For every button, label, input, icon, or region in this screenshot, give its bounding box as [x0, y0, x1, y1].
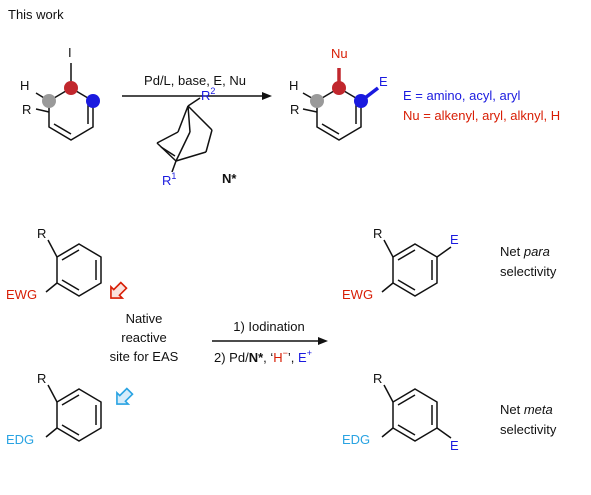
product-r-label: R	[290, 102, 299, 117]
step2-electrophile: E	[298, 350, 307, 365]
net-para-prefix: Net	[500, 244, 524, 259]
sm-ewg-r-label: R	[37, 226, 46, 241]
catalyst-n-star: N*	[222, 171, 237, 186]
sm-edg-r-label: R	[37, 371, 46, 386]
reaction1-reagents: Pd/L, base, E, Nu	[144, 73, 246, 88]
product-para-r-label: R	[373, 226, 382, 241]
product-e-marker	[354, 94, 368, 108]
norbornene-catalyst	[156, 97, 213, 173]
net-para-word: para	[523, 244, 550, 259]
r1-label: R1	[162, 171, 176, 188]
net-meta-line-2: selectivity	[500, 422, 557, 437]
product-meta-arene	[381, 384, 452, 442]
reaction1-arrowhead	[262, 92, 272, 100]
product-h-marker	[310, 94, 324, 108]
native-line-2: reactive	[121, 330, 167, 345]
product-para-ewg-label: EWG	[342, 287, 373, 302]
step2-hydride-sup: −	[283, 348, 288, 358]
native-line-3: site for EAS	[110, 349, 179, 364]
native-line-1: Native	[126, 311, 163, 326]
net-meta-line-1: Net meta	[500, 402, 553, 417]
step-2-label: 2) Pd/N*, ‘H−’, E+	[214, 348, 312, 365]
product-h-label: H	[289, 78, 298, 93]
ortho-h-position-marker	[42, 94, 56, 108]
iodo-label: I	[68, 45, 72, 60]
r2-text: R	[201, 88, 210, 103]
step-1-label: 1) Iodination	[233, 319, 305, 334]
legend-e: E = amino, acyl, aryl	[403, 88, 521, 103]
net-para-line-2: selectivity	[500, 264, 557, 279]
sm-edg-arene	[45, 384, 102, 442]
product-meta-e-label: E	[450, 438, 459, 453]
net-meta-word: meta	[524, 402, 553, 417]
r2-superscript: 2	[210, 86, 215, 96]
r2-label: R2	[201, 86, 215, 103]
net-meta-prefix: Net	[500, 402, 524, 417]
product-meta-r-label: R	[373, 371, 382, 386]
this-work-title: This work	[8, 7, 64, 22]
ortho-e-position-marker	[86, 94, 100, 108]
reaction2-arrowhead	[318, 337, 328, 345]
sm-ewg-label: EWG	[6, 287, 37, 302]
ewg-native-site-arrow	[110, 281, 128, 299]
net-para-line-1: Net para	[500, 244, 550, 259]
ipso-position-marker	[64, 81, 78, 95]
edg-native-site-arrow	[116, 387, 134, 405]
product-para-arene	[381, 239, 452, 297]
product-e-label: E	[379, 74, 388, 89]
sm-edg-label: EDG	[6, 432, 34, 447]
product-meta-edg-label: EDG	[342, 432, 370, 447]
r1-superscript: 1	[171, 171, 176, 181]
product-arene	[302, 87, 362, 141]
sm-ewg-arene	[45, 239, 102, 297]
legend-nu: Nu = alkenyl, aryl, alknyl, H	[403, 108, 560, 123]
r1-text: R	[162, 173, 171, 188]
step2-hydride: H	[273, 350, 282, 365]
step2-prefix: 2) Pd/	[214, 350, 249, 365]
product-nu-label: Nu	[331, 46, 348, 61]
h-label: H	[20, 78, 29, 93]
step2-electrophile-sup: +	[307, 348, 312, 358]
product-para-e-label: E	[450, 232, 459, 247]
step2-sep2: ’,	[288, 350, 298, 365]
product-nu-marker	[332, 81, 346, 95]
step2-sep1: , ‘	[263, 350, 273, 365]
step2-n-star: N*	[249, 350, 264, 365]
r-label: R	[22, 102, 31, 117]
